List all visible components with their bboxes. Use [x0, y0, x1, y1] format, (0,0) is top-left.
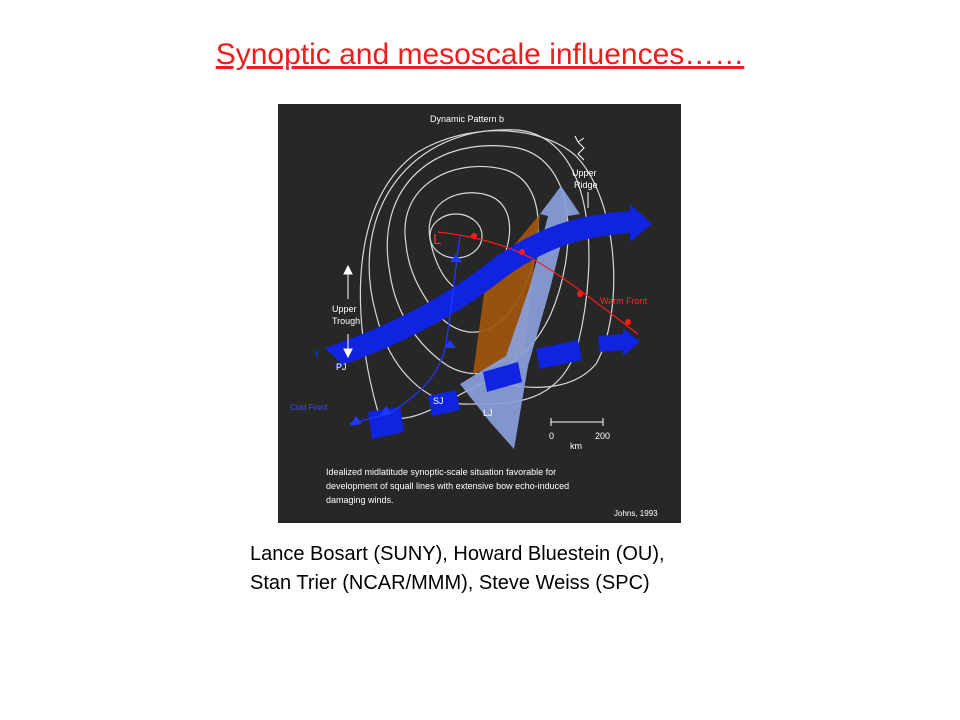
description-line: development of squall lines with extensi…: [326, 481, 569, 491]
contour-ring: [386, 145, 569, 375]
upper-trough-label: Trough: [332, 316, 360, 326]
warm-front-marker: [519, 249, 525, 255]
credits-caption: Lance Bosart (SUNY), Howard Bluestein (O…: [250, 543, 665, 594]
description-line: damaging winds.: [326, 495, 394, 505]
upper-trough-label: Upper: [332, 304, 357, 314]
low-level-jet-label: LJ: [483, 408, 493, 418]
cold-front-label: Cold Front: [290, 403, 328, 412]
upper-ridge-arrow: [577, 141, 585, 161]
upper-ridge-arrowhead: [574, 135, 585, 143]
polar-jet-band: [314, 211, 634, 373]
scale-min-label: 0: [549, 431, 554, 441]
subtropical-jet-segment: [536, 340, 582, 369]
warm-front-marker: [625, 319, 631, 325]
diagram-svg: Dynamic Pattern b Upper Ridge Upper Trou…: [278, 104, 681, 523]
subtropical-jet-segment: [368, 407, 404, 439]
warm-front-marker: [577, 291, 583, 297]
fronts: [349, 231, 639, 426]
contour-ring: [428, 192, 511, 293]
polar-jet-head: [630, 204, 652, 242]
scale-bar: [550, 418, 604, 426]
subtropical-jet-label: SJ: [433, 396, 444, 406]
warm-front-marker: [471, 233, 477, 239]
subtropical-jet-segment: [483, 362, 522, 392]
subtropical-jet-head: [598, 328, 640, 356]
pattern-title: Dynamic Pattern b: [430, 114, 504, 124]
warm-front-label: Warm Front: [600, 296, 648, 306]
scale-unit-label: km: [570, 441, 582, 451]
upper-ridge-indicator: [574, 135, 589, 208]
cold-front-marker: [350, 416, 362, 426]
subtropical-jet-segment: [428, 390, 460, 416]
upper-trough-arrowhead: [343, 264, 353, 275]
diagram-background: [278, 104, 681, 523]
subtropical-jet: [368, 328, 640, 439]
scale-max-label: 200: [595, 431, 610, 441]
upper-trough-indicator: [343, 264, 353, 359]
cold-front-marker: [444, 340, 456, 348]
dynamic-pattern-diagram: Dynamic Pattern b Upper Ridge Upper Trou…: [278, 104, 681, 523]
warm-front-line: [437, 231, 639, 335]
polar-jet-label: PJ: [336, 362, 347, 372]
slide-title: Synoptic and mesoscale influences……: [215, 38, 745, 71]
upper-trough-arrowhead: [343, 348, 353, 359]
upper-ridge-label: Ridge: [574, 180, 598, 190]
cold-front-marker: [380, 406, 392, 416]
low-pressure-label: L: [433, 231, 441, 248]
upper-ridge-label: Upper: [572, 168, 597, 178]
cold-front-marker: [450, 254, 462, 262]
source-credit: Johns, 1993: [614, 509, 658, 518]
polar-jet-tail: [318, 342, 340, 382]
description-line: Idealized midlatitude synoptic-scale sit…: [326, 467, 556, 477]
cold-front-line: [349, 235, 461, 425]
